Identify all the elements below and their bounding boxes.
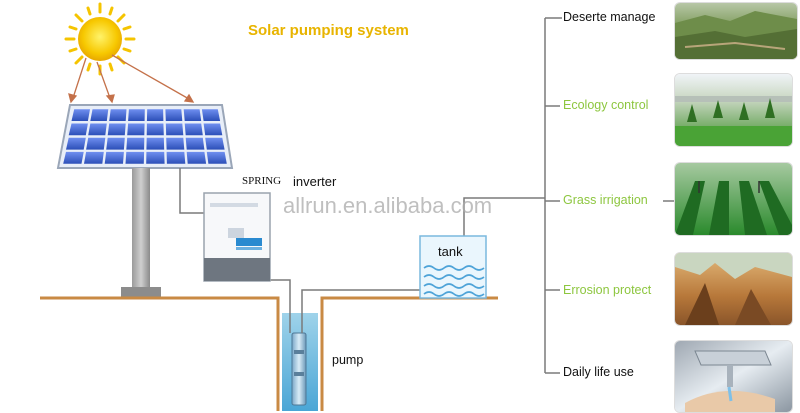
diagram-title: Solar pumping system: [248, 22, 409, 39]
grass-irrigation-photo: [674, 162, 793, 236]
solar-cell: [127, 123, 145, 136]
sun-ray-arrows: [68, 54, 195, 104]
solar-cell: [166, 137, 185, 150]
solar-cell: [165, 109, 183, 121]
well: [282, 313, 318, 411]
solar-cell: [66, 137, 86, 150]
tank-label: tank: [438, 244, 463, 259]
application-label-grass: Grass irrigation: [563, 193, 648, 207]
erosion-photo: [674, 252, 793, 326]
solar-cell: [146, 151, 165, 164]
pump-label: pump: [332, 353, 364, 367]
solar-cell: [107, 123, 126, 136]
application-label-erosion: Errosion protect: [563, 283, 652, 297]
solar-cell: [183, 109, 202, 121]
solar-cell: [68, 123, 88, 136]
solar-cell: [126, 137, 145, 150]
solar-cell: [205, 137, 225, 150]
solar-cell: [128, 109, 145, 121]
desert-photo: [674, 2, 798, 60]
daily-life-photo: [674, 340, 793, 413]
application-label-desert: Deserte manage: [563, 10, 656, 24]
solar-cell: [146, 123, 164, 136]
solar-cell: [86, 137, 106, 150]
solar-cell: [184, 123, 203, 136]
solar-cell: [109, 109, 127, 121]
pipes: [179, 17, 674, 374]
solar-cell: [203, 123, 223, 136]
solar-cell: [166, 151, 186, 164]
solar-cell: [206, 151, 227, 164]
solar-cell: [63, 151, 84, 164]
application-label-daily: Daily life use: [563, 365, 634, 379]
inverter-icon: [203, 192, 271, 282]
ecology-photo: [674, 73, 793, 147]
sun-icon: [64, 2, 136, 76]
solar-cell: [186, 151, 207, 164]
solar-cell: [125, 151, 145, 164]
solar-cell: [146, 137, 165, 150]
ground-line: [40, 296, 498, 411]
solar-cell: [104, 151, 124, 164]
solar-cell: [106, 137, 125, 150]
solar-cell: [165, 123, 184, 136]
solar-panel-icon: [56, 104, 234, 169]
panel-pole: [121, 168, 161, 298]
application-label-ecology: Ecology control: [563, 98, 649, 112]
solar-cell: [201, 109, 221, 121]
solar-cell: [185, 137, 205, 150]
water-tank-icon: [419, 235, 487, 299]
solar-cell: [88, 123, 107, 136]
watermark: allrun.en.alibaba.com: [283, 193, 493, 218]
solar-cell: [90, 109, 109, 121]
solar-cell: [146, 109, 164, 121]
inverter-label: inverter: [293, 174, 337, 189]
solar-cell: [71, 109, 90, 121]
solar-cell: [84, 151, 104, 164]
inverter-brand-label: SPRING: [242, 175, 282, 187]
